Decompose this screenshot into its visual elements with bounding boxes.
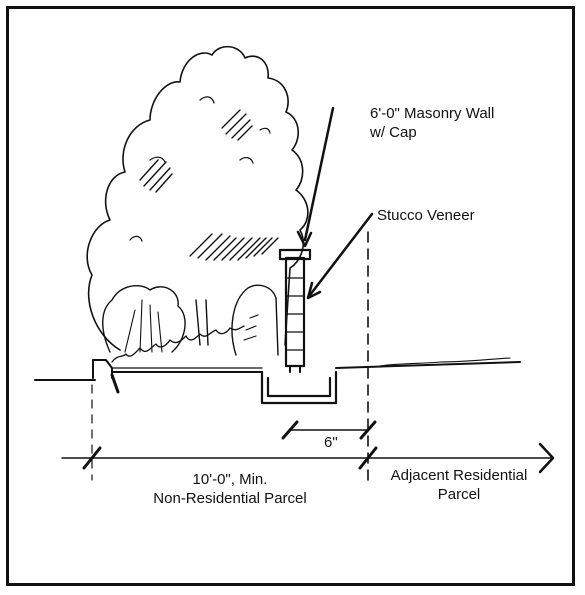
setback-label-line2: Non-Residential Parcel xyxy=(153,490,307,507)
footing xyxy=(260,370,338,405)
groundcover xyxy=(111,325,245,363)
wall-cap xyxy=(278,248,312,261)
stucco-leader xyxy=(308,212,374,297)
adjacent-label: Adjacent Residential Parcel xyxy=(374,466,544,504)
wall-label-line2: w/ Cap xyxy=(370,124,417,141)
wall-leader xyxy=(303,106,335,242)
wall-label: 6'-0" Masonry Wall w/ Cap xyxy=(370,104,494,142)
canopy-hatching xyxy=(139,109,279,261)
ground-line xyxy=(34,361,521,381)
setback-label-line1: 10'-0", Min. xyxy=(192,471,268,488)
tree-canopy xyxy=(86,45,309,351)
curb xyxy=(92,359,113,379)
adjacent-label-line1: Adjacent Residential xyxy=(390,467,528,484)
stucco-label: Stucco Veneer xyxy=(377,207,475,224)
setback-label: 10'-0", Min. Non-Residential Parcel xyxy=(120,470,340,508)
wall-label-line1: 6'-0" Masonry Wall xyxy=(370,105,495,122)
right-shrub xyxy=(231,284,279,356)
left-shrub xyxy=(102,284,186,353)
adjacent-label-line2: Parcel xyxy=(437,486,481,503)
offset-label: 6" xyxy=(324,434,338,451)
tree-trunk xyxy=(195,299,209,346)
